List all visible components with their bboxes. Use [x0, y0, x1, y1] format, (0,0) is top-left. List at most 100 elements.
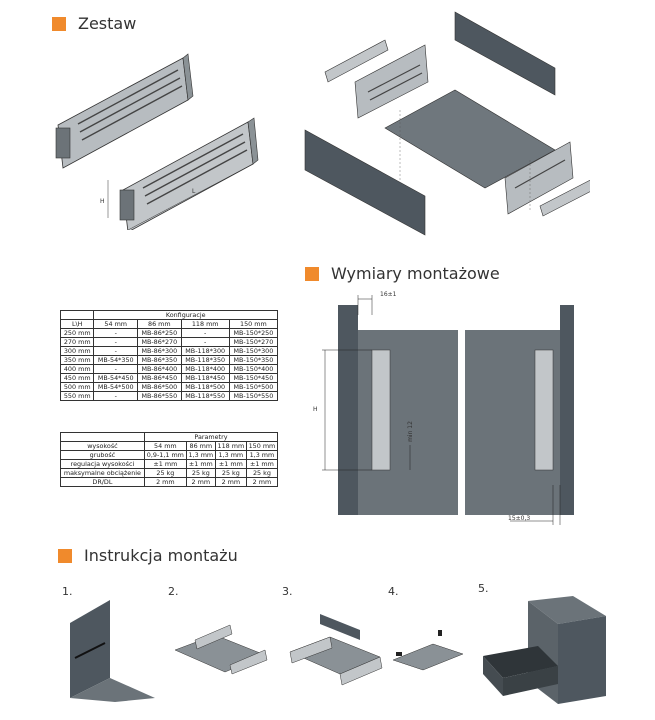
table-cell: 550 mm — [59, 391, 95, 401]
table-cell: 25 kg — [185, 468, 216, 478]
table-cell: - — [93, 346, 139, 356]
right-rail — [539, 179, 590, 217]
table-cell: MB-54*500 — [93, 382, 139, 392]
table-cell: MB-150*300 — [228, 346, 279, 356]
table-cell: 450 mm — [59, 373, 95, 383]
left-rail — [324, 39, 389, 83]
table-cell: MB-118*450 — [180, 373, 230, 383]
table-cell: 500 mm — [59, 382, 95, 392]
config-header-row: L\H 54 mm 86 mm 118 mm 150 mm — [59, 319, 279, 329]
table-row: regulacja wysokości±1 mm±1 mm±1 mm±1 mm — [60, 459, 279, 469]
step-1-illustration — [70, 600, 155, 702]
section-title-install: Instrukcja montażu — [84, 546, 238, 565]
right-side-part — [504, 141, 574, 215]
step-5-illustration — [483, 596, 606, 704]
table-cell: 270 mm — [59, 337, 95, 347]
step-4-illustration — [392, 630, 464, 671]
table-header: 150 mm — [228, 319, 279, 329]
dim-top-label: 16±1 — [380, 291, 397, 298]
table-header: 118 mm — [180, 319, 230, 329]
section-header-kit: Zestaw — [52, 14, 136, 33]
config-caption: Konfiguracje — [93, 310, 278, 320]
step-label: 1. — [62, 585, 73, 598]
dim-height-label: H — [313, 406, 318, 413]
table-cell: ±1 mm — [143, 459, 187, 469]
table-cell: MB-86*350 — [137, 355, 182, 365]
table-header: wysokość — [60, 441, 145, 451]
section-title-kit: Zestaw — [78, 14, 137, 33]
table-cell: MB-150*250 — [228, 328, 279, 338]
orange-square-icon — [58, 548, 72, 563]
table-header: 86 mm — [137, 319, 182, 329]
rear-drawer-side — [55, 53, 194, 169]
kit-length-label: L — [192, 188, 196, 195]
table-cell: MB-86*270 — [137, 337, 182, 347]
table-cell: 25 kg — [245, 468, 279, 478]
param-table: Parametry wysokość 54 mm 86 mm 118 mm 15… — [60, 432, 279, 487]
section-header-install: Instrukcja montażu — [58, 546, 238, 565]
table-cell: MB-150*270 — [228, 337, 279, 347]
table-cell: 0,9-1,1 mm — [143, 450, 187, 460]
step-label: 2. — [168, 585, 179, 598]
step-2-illustration — [174, 624, 268, 675]
table-header: 54 mm — [93, 319, 139, 329]
back-panel — [454, 11, 556, 96]
orange-square-icon — [305, 266, 319, 281]
cabinet-wall-right — [560, 305, 574, 515]
kit-height-label: H — [100, 198, 105, 205]
table-cell: - — [93, 328, 139, 338]
table-cell: 2 mm — [214, 477, 247, 487]
table-cell: 25 kg — [143, 468, 187, 478]
left-side-part — [354, 44, 429, 119]
mounting-dimensions-drawing — [322, 295, 574, 525]
drawer-side-left — [371, 349, 391, 471]
table-cell: 1,3 mm — [245, 450, 279, 460]
table-cell: - — [180, 337, 230, 347]
table-cell: MB-118*550 — [180, 391, 230, 401]
orange-square-icon — [52, 16, 66, 31]
config-table: Konfiguracje L\H 54 mm 86 mm 118 mm 150 … — [59, 310, 279, 401]
dim-min-label: min 12 — [406, 421, 414, 442]
table-cell: 300 mm — [59, 346, 95, 356]
param-caption: Parametry — [143, 432, 279, 442]
table-cell: grubość — [60, 450, 145, 460]
table-cell: MB-54*350 — [93, 355, 139, 365]
table-cell: MB-86*550 — [137, 391, 182, 401]
table-header: 54 mm — [143, 441, 187, 451]
table-cell: MB-118*400 — [180, 364, 230, 374]
table-cell: ±1 mm — [214, 459, 247, 469]
table-cell: 2 mm — [185, 477, 216, 487]
table-header: 118 mm — [214, 441, 247, 451]
step-label: 4. — [388, 585, 399, 598]
step-label: 5. — [478, 582, 489, 595]
dimension-lines — [107, 163, 254, 230]
table-cell: - — [93, 337, 139, 347]
section-header-dims: Wymiary montażowe — [305, 264, 500, 283]
table-cell: - — [180, 328, 230, 338]
front-drawer-side — [119, 117, 259, 230]
table-cell: 350 mm — [59, 355, 95, 365]
table-header: 150 mm — [245, 441, 279, 451]
table-cell: MB-86*450 — [137, 373, 182, 383]
table-cell: 250 mm — [59, 328, 95, 338]
table-header: L\H — [59, 319, 95, 329]
dim-bottom-label: 15±0,3 — [508, 515, 531, 522]
step-label: 3. — [282, 585, 293, 598]
table-cell: 2 mm — [245, 477, 279, 487]
table-cell: MB-150*550 — [228, 391, 279, 401]
table-cell: - — [93, 364, 139, 374]
table-cell: MB-86*500 — [137, 382, 182, 392]
table-cell: MB-86*250 — [137, 328, 182, 338]
table-cell: MB-150*450 — [228, 373, 279, 383]
drawer-sides-illustration — [55, 53, 259, 230]
table-cell: 2 mm — [143, 477, 187, 487]
